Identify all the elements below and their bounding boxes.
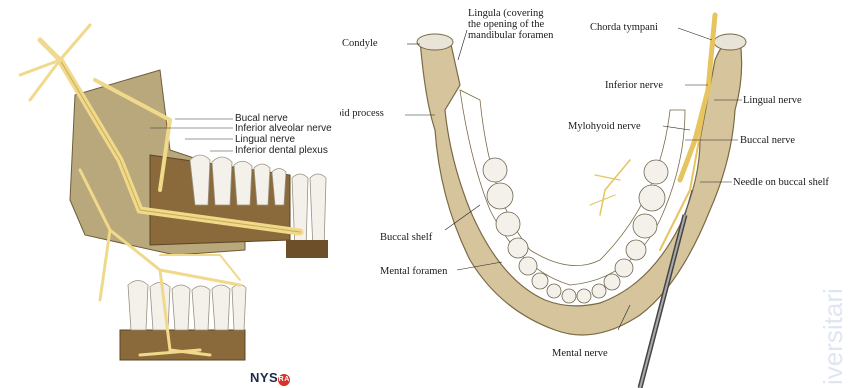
label-mental-foramen: Mental foramen [380, 266, 447, 277]
mandible-nerve-illustration [0, 0, 340, 388]
left-figure-panel: Bucal nerve Inferior alveolar nerve Ling… [0, 0, 340, 388]
nysora-logo: NYSRA [250, 370, 290, 386]
label-lingula: Lingula (covering the opening of the man… [468, 8, 553, 41]
label-buccal-shelf: Buccal shelf [380, 232, 432, 243]
label-chorda-tympani: Chorda tympani [590, 22, 658, 33]
label-inferior-nerve: Inferior nerve [605, 80, 663, 91]
label-lingual-nerve-right: Lingual nerve [743, 95, 802, 106]
label-buccal-nerve: Buccal nerve [740, 135, 795, 146]
label-condyle: Condyle [342, 38, 378, 49]
right-figure-panel: Condyle Lingula (covering the opening of… [340, 0, 851, 388]
label-mylohyoid-nerve: Mylohyoid nerve [568, 121, 641, 132]
logo-ra-icon: RA [278, 374, 290, 386]
label-needle-buccal-shelf: Needle on buccal shelf [733, 177, 829, 188]
label-coronoid-process: Coronoid process [340, 108, 384, 119]
watermark-text: iversitari [818, 288, 849, 385]
label-inferior-alveolar-nerve: Inferior alveolar nerve [235, 123, 332, 134]
mandible-top-view-illustration [340, 0, 851, 388]
label-lingual-nerve: Lingual nerve [235, 134, 295, 145]
label-inferior-dental-plexus: Inferior dental plexus [235, 145, 328, 156]
label-mental-nerve: Mental nerve [552, 348, 608, 359]
